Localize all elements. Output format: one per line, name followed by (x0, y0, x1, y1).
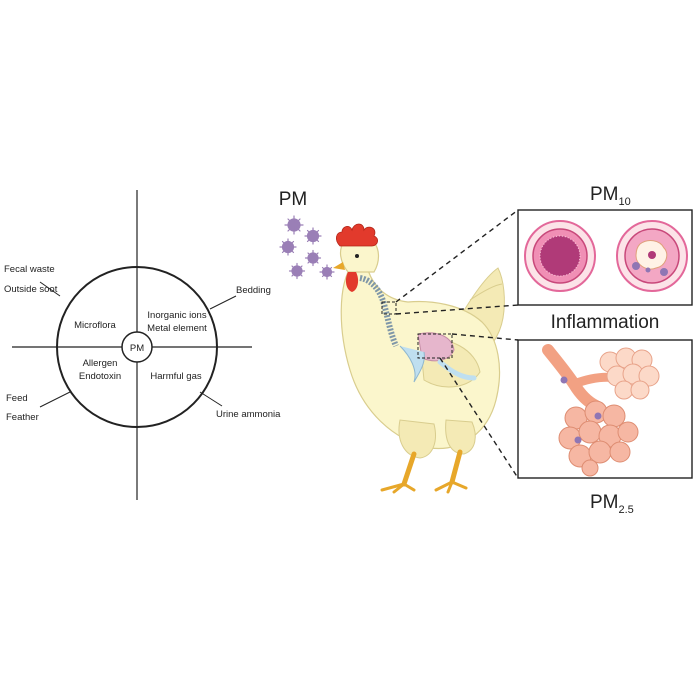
quadrant-top-right-label-1: Inorganic ions (147, 310, 206, 321)
quadrant-top-right-label-2: Metal element (147, 323, 207, 334)
quadrant-top-left-label: Microflora (74, 320, 116, 331)
particle-icon (279, 238, 297, 256)
leader-line-top-left (39, 281, 61, 297)
connector-lines (395, 209, 519, 479)
airway-inflamed (616, 220, 688, 292)
particle-cluster (279, 215, 335, 280)
pm25-label: PM2.5 (590, 492, 634, 516)
lung-focus-box (417, 333, 453, 359)
particle-icon (632, 262, 668, 276)
leader-line-top-right (209, 295, 237, 310)
outer-label-bedding: Bedding (236, 285, 271, 296)
particle-icon (288, 262, 306, 280)
chicken-eye (355, 254, 359, 258)
lung (417, 332, 455, 362)
particle-icon (304, 227, 322, 245)
outer-label-urine-ammonia: Urine ammonia (216, 409, 281, 420)
leader-line-bottom-left (39, 391, 71, 408)
chicken-comb (336, 223, 378, 247)
airway-normal (524, 220, 596, 292)
outer-label-outside-soot: Outside soot (4, 284, 58, 295)
leader-line-bottom-right (199, 391, 223, 407)
chicken-feet (380, 480, 468, 494)
trachea (359, 275, 399, 348)
chicken-illustration (333, 223, 505, 494)
inflammation-label: Inflammation (551, 312, 660, 333)
quadrant-bottom-left-label-2: Endotoxin (79, 371, 121, 382)
outer-circle (56, 266, 218, 428)
quadrant-bottom-right-label: Harmful gas (150, 371, 201, 382)
quadrant-bottom-left-label-1: Allergen (83, 358, 118, 369)
chicken-wattle (345, 272, 359, 292)
center-circle (121, 331, 153, 363)
chicken-beak (333, 262, 345, 270)
pm-label: PM (279, 189, 308, 210)
outer-label-fecal-waste: Fecal waste (4, 264, 55, 275)
center-label: PM (130, 343, 144, 354)
source-diagram: PM Microflora Inorganic ions Metal eleme… (4, 190, 281, 500)
trachea-focus-box (381, 301, 397, 315)
chicken-legs (401, 449, 463, 487)
particle-icon (560, 376, 602, 444)
pm10-label: PM10 (590, 184, 631, 208)
particle-icon (304, 249, 322, 267)
particle-icon (319, 264, 335, 280)
outer-label-feed: Feed (6, 393, 28, 404)
particle-icon (284, 215, 304, 235)
outer-label-feather: Feather (6, 412, 39, 423)
alveoli-illustration (542, 344, 660, 477)
